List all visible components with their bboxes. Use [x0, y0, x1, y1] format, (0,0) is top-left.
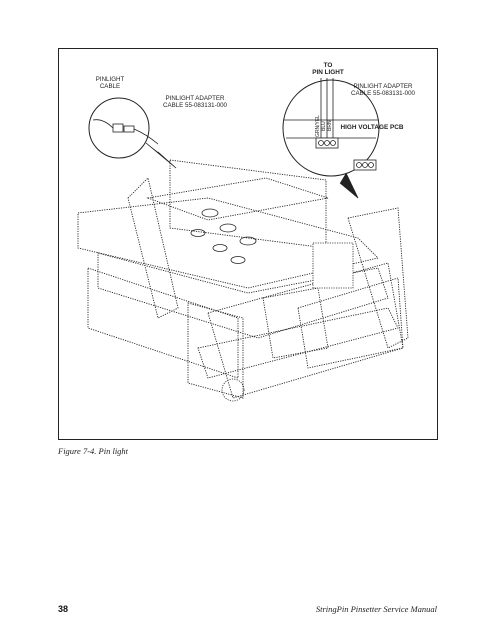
figure-caption: Figure 7-4. Pin light — [58, 446, 129, 456]
to-pin-light-label: TO PIN LIGHT — [312, 62, 344, 76]
left-arm — [127, 177, 179, 319]
right-arm — [347, 207, 409, 349]
callout-cone-left — [145, 142, 177, 169]
lower-bed — [97, 252, 389, 339]
cable-right — [133, 128, 159, 145]
motor-wheel — [221, 378, 245, 402]
pinlight-cable-label: PINLIGHT CABLE — [95, 76, 125, 90]
terminal-screw-5 — [362, 162, 368, 168]
pin-light-illustration — [77, 78, 409, 402]
page-number: 38 — [58, 604, 69, 614]
pcb-callout — [282, 79, 380, 177]
figure-frame — [58, 48, 438, 440]
pin-hole-3 — [239, 236, 257, 246]
high-voltage-pcb-label: HIGH VOLTAGE PCB — [340, 124, 404, 131]
wire-brn-label: BRN — [327, 120, 333, 131]
terminal-block-1 — [315, 137, 339, 149]
base-block — [87, 267, 239, 379]
cable-left — [92, 119, 114, 129]
pin-hole-4 — [190, 229, 206, 237]
pinlight-adapter-cable-label-right: PINLIGHT ADAPTER CABLE 55-083131-000 — [351, 83, 415, 97]
terminal-screw-4 — [356, 162, 362, 168]
connector-left — [112, 123, 124, 133]
pinlight-adapter-cable-label-left: PINLIGHT ADAPTER CABLE 55-083131-000 — [163, 95, 227, 109]
manual-title: StringPin Pinsetter Service Manual — [315, 604, 437, 614]
mid-frame — [77, 197, 379, 289]
pin-hole-1 — [201, 208, 219, 218]
pin-hole-5 — [212, 244, 228, 252]
high-voltage-box — [312, 242, 354, 289]
terminal-screw-3 — [330, 140, 336, 146]
terminal-screw-6 — [368, 162, 374, 168]
terminal-screw-1 — [318, 140, 324, 146]
pin-hole-6 — [230, 256, 246, 264]
terminal-block-2 — [353, 159, 377, 171]
terminal-screw-2 — [324, 140, 330, 146]
pinlight-cable-callout — [88, 97, 150, 159]
side-rail — [297, 277, 404, 369]
callout-cone-right — [339, 172, 359, 199]
front-gate — [262, 287, 329, 359]
connector-right — [123, 125, 135, 133]
lower-step — [197, 307, 399, 379]
top-panel — [146, 177, 329, 221]
control-box — [187, 302, 244, 399]
back-cabinet — [169, 159, 327, 249]
pin-hole-2 — [219, 223, 237, 233]
